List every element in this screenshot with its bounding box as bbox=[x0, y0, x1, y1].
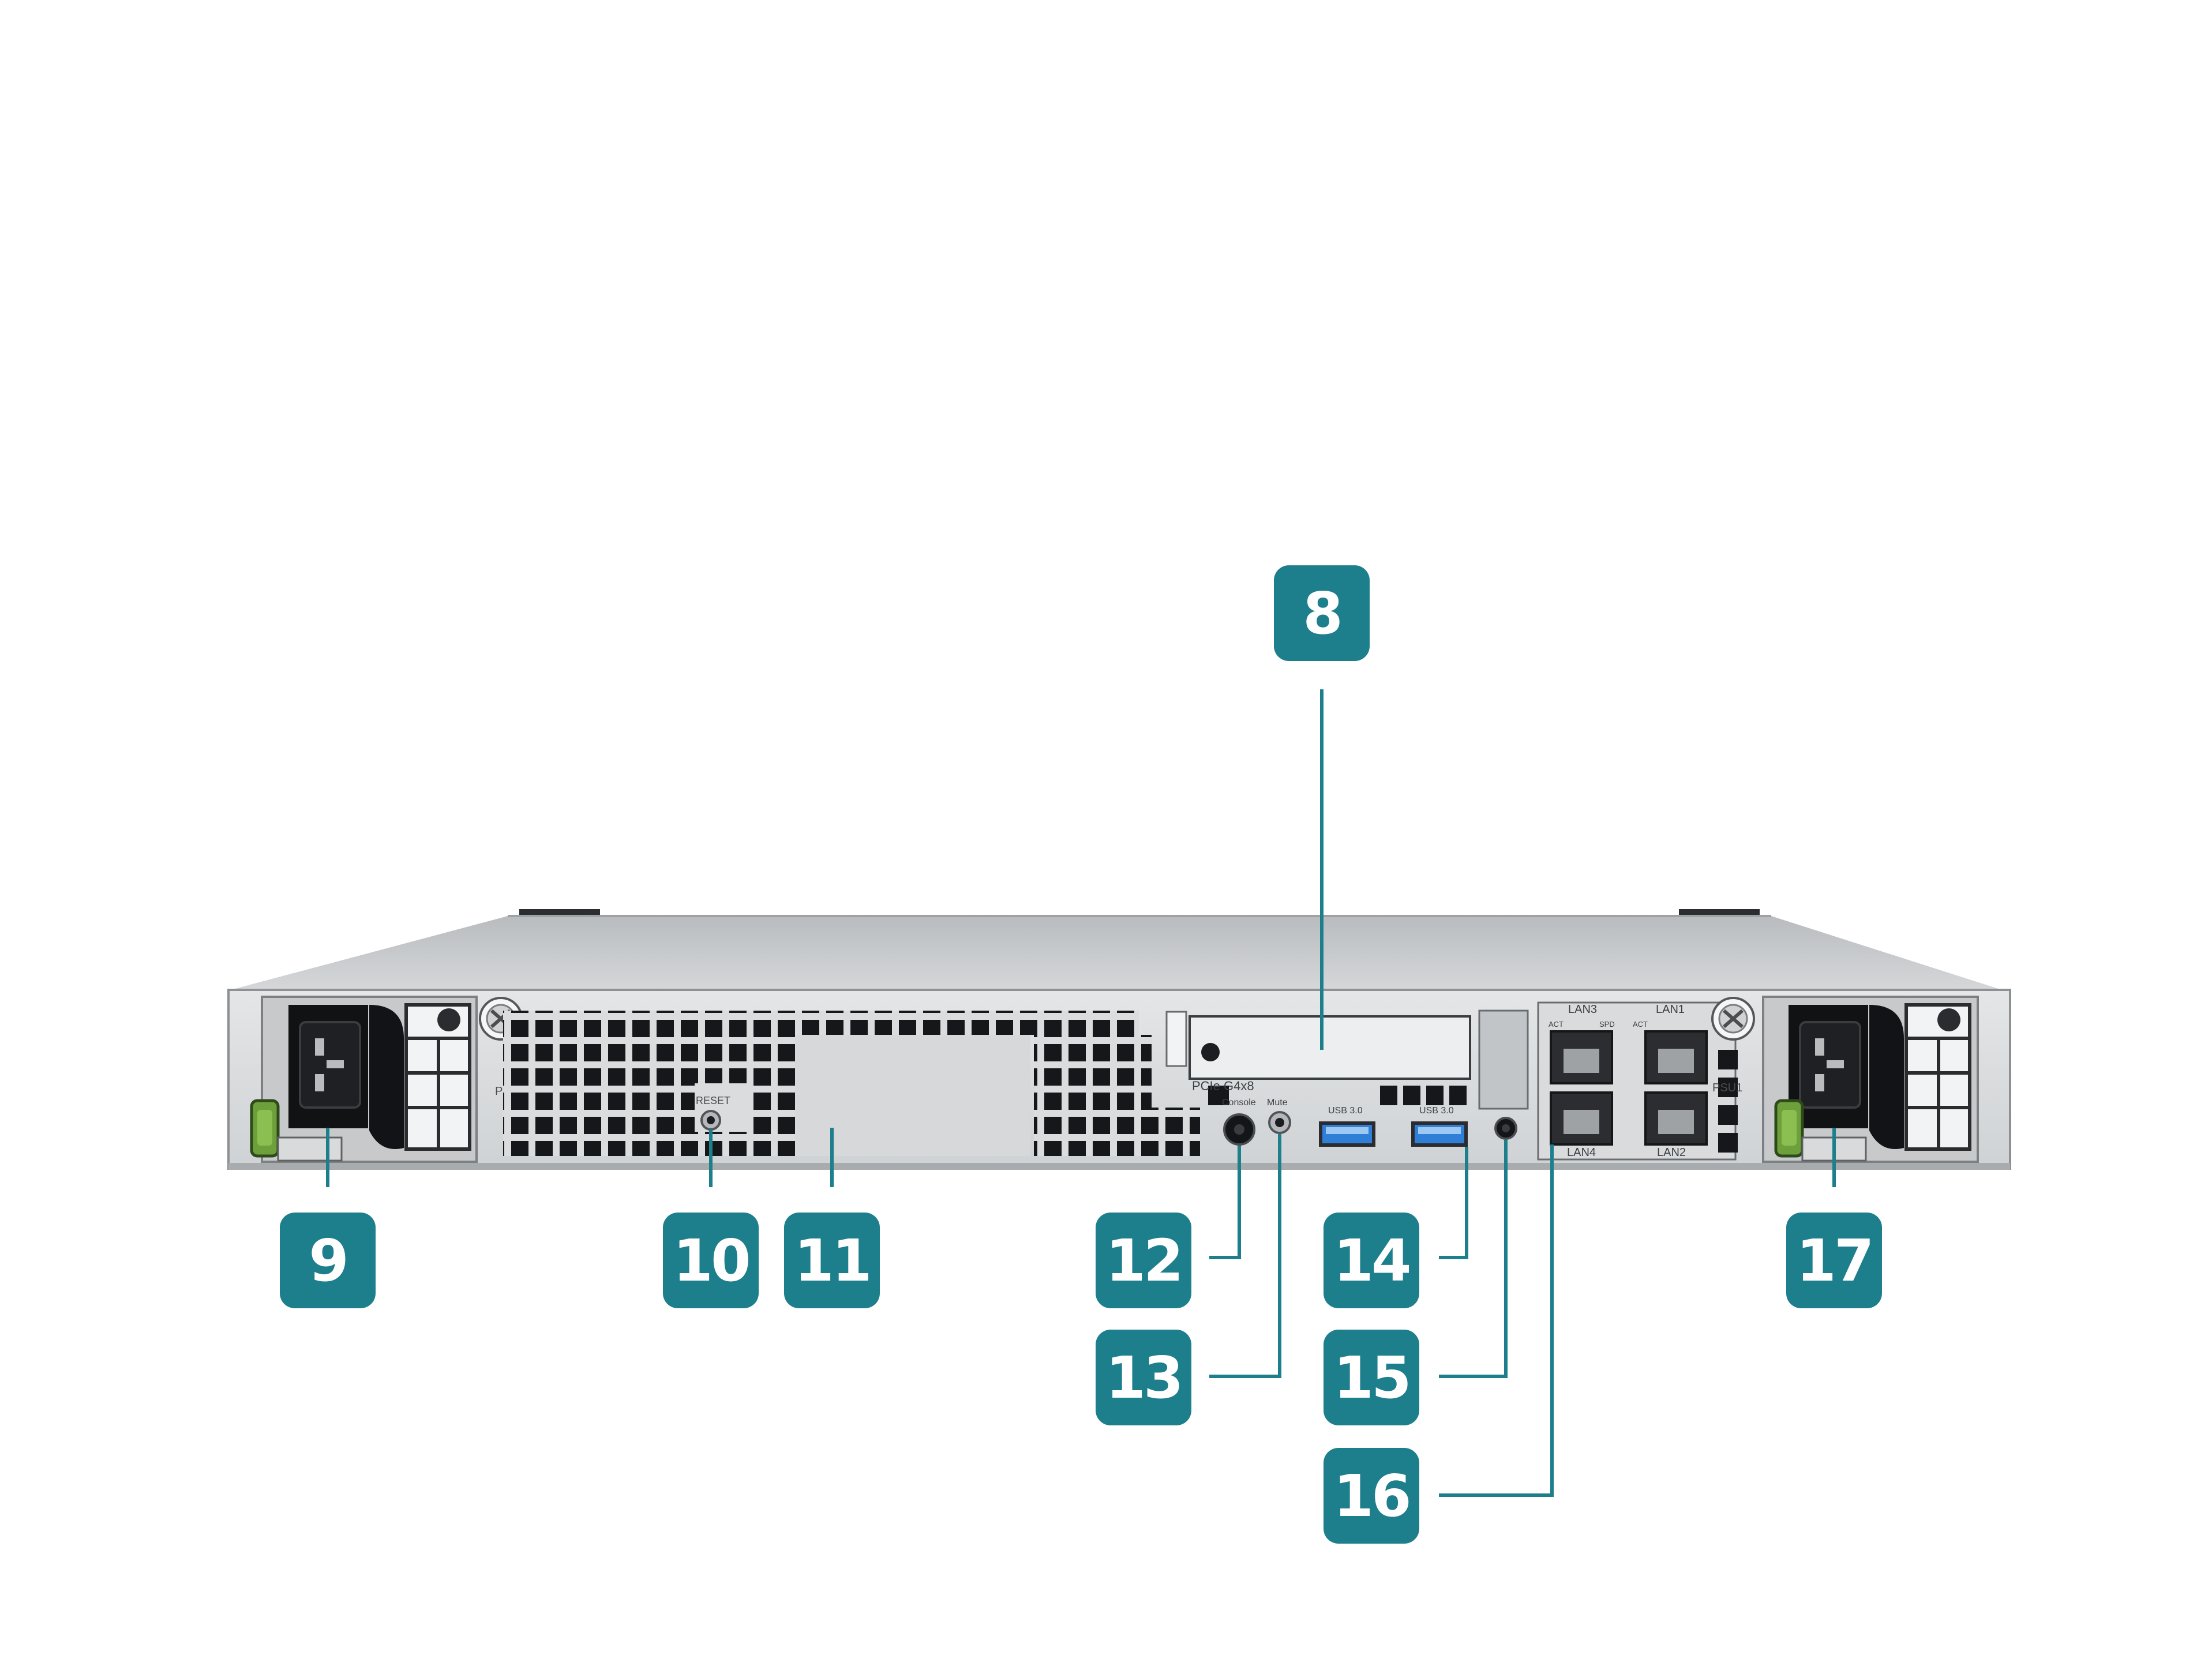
console-label: Console bbox=[1222, 1098, 1256, 1108]
callout-10: 10 bbox=[663, 1213, 759, 1308]
reset-button bbox=[700, 1110, 721, 1131]
vent-grid-left bbox=[503, 1011, 1139, 1156]
reset-label: RESET bbox=[696, 1095, 730, 1106]
lan3-label: LAN3 bbox=[1568, 1003, 1597, 1016]
callout-11: 11 bbox=[784, 1213, 880, 1308]
psu1-label: PSU1 bbox=[1712, 1082, 1742, 1094]
thumb-screw-right bbox=[1711, 997, 1755, 1041]
leader-16 bbox=[1439, 1144, 1554, 1497]
psu2-module bbox=[250, 996, 478, 1163]
usb-label-b: USB 3.0 bbox=[1419, 1106, 1454, 1116]
callout-13: 13 bbox=[1096, 1330, 1191, 1425]
console-port bbox=[1223, 1113, 1255, 1146]
leader-12 bbox=[1209, 1146, 1241, 1259]
mute-label: Mute bbox=[1267, 1098, 1288, 1108]
usb-port-a bbox=[1319, 1121, 1375, 1147]
blank-plate bbox=[795, 1035, 1030, 1156]
callout-14: 14 bbox=[1324, 1213, 1419, 1308]
psu1-module bbox=[1762, 996, 1979, 1163]
lan-port-block bbox=[1537, 1001, 1737, 1161]
pcie-label: PCIe G4x8 bbox=[1192, 1079, 1254, 1093]
uid-button bbox=[1494, 1117, 1517, 1140]
callout-8: 8 bbox=[1274, 565, 1370, 661]
callout-9: 9 bbox=[280, 1213, 376, 1308]
leader-lines bbox=[326, 689, 1836, 1497]
act-label-a: ACT bbox=[1549, 1020, 1564, 1029]
usb-port-b bbox=[1411, 1121, 1468, 1147]
lan4-label: LAN4 bbox=[1567, 1146, 1596, 1159]
callout-16: 16 bbox=[1324, 1448, 1419, 1544]
chassis-top bbox=[231, 909, 2002, 990]
lan2-label: LAN2 bbox=[1657, 1146, 1686, 1159]
act-label-b: ACT bbox=[1633, 1020, 1648, 1029]
vent-grid-middle bbox=[1034, 1035, 1200, 1156]
lan1-label: LAN1 bbox=[1656, 1003, 1685, 1016]
pcie-slot bbox=[1165, 1009, 1529, 1110]
callout-12: 12 bbox=[1096, 1213, 1191, 1308]
spd-label: SPD bbox=[1599, 1020, 1615, 1029]
leader-14 bbox=[1439, 1147, 1468, 1259]
mute-button bbox=[1268, 1111, 1291, 1134]
callout-17: 17 bbox=[1786, 1213, 1882, 1308]
vent-grid-right bbox=[1718, 1050, 1738, 1153]
callout-15: 15 bbox=[1324, 1330, 1419, 1425]
leader-15 bbox=[1439, 1140, 1508, 1378]
leader-13 bbox=[1209, 1134, 1281, 1378]
usb-label-a: USB 3.0 bbox=[1328, 1106, 1363, 1116]
